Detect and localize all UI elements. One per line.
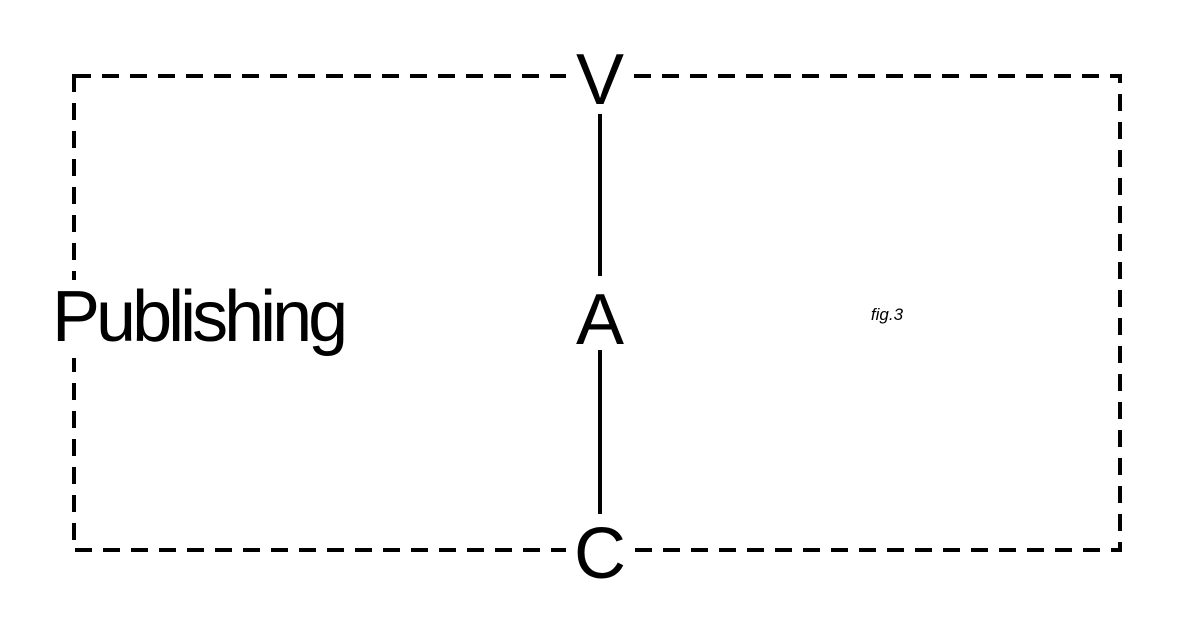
knockout-bottom (566, 520, 632, 584)
node-middle-label: A (576, 280, 624, 360)
node-top-label: V (576, 40, 624, 120)
knockout-top (566, 50, 632, 110)
publishing-label: Publishing (52, 277, 344, 357)
knockout-left (50, 280, 395, 358)
node-bottom-label: C (574, 514, 626, 594)
figure-label: fig.3 (871, 305, 904, 324)
